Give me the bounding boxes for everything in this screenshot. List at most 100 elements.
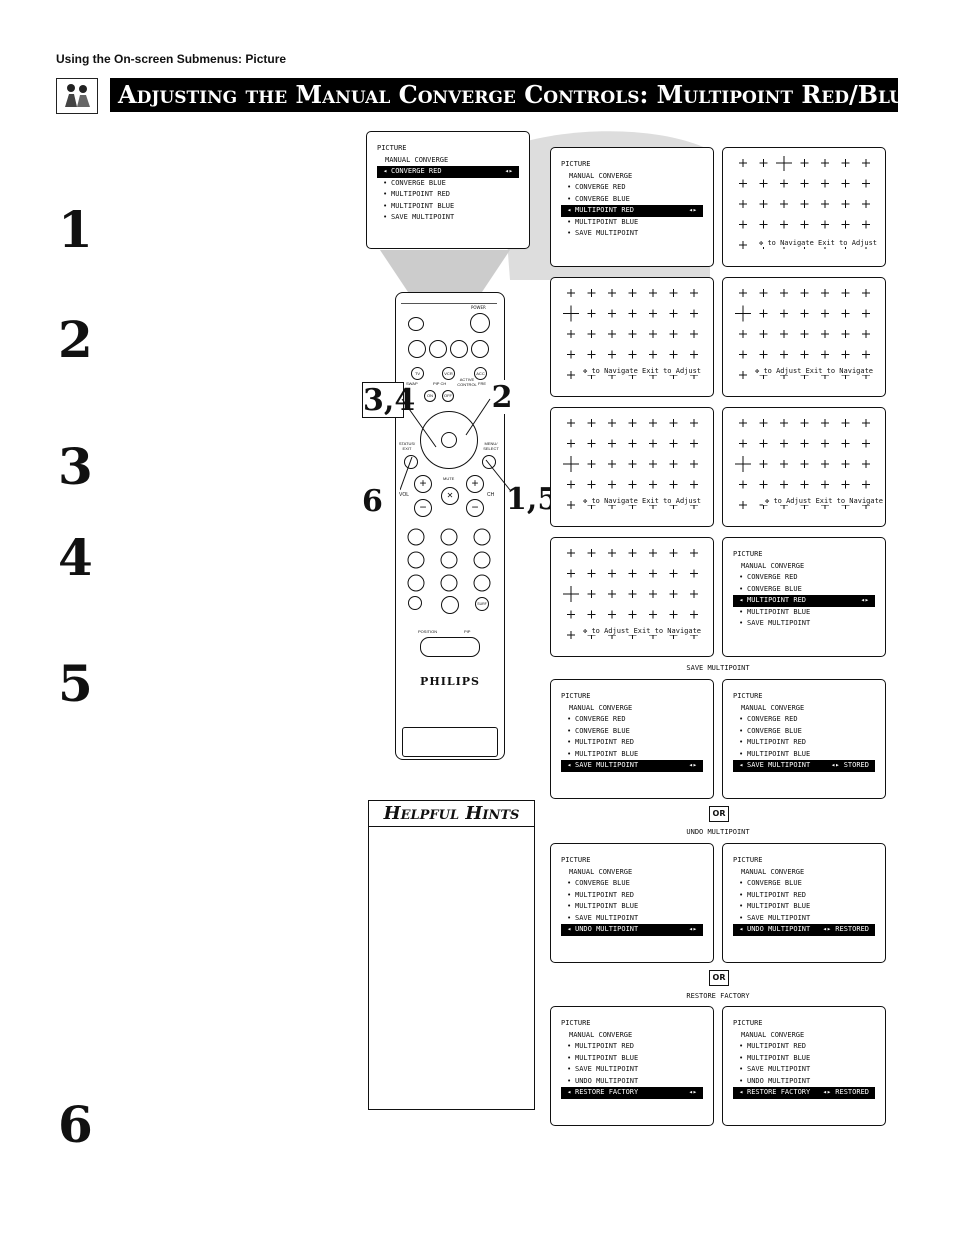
tv-screen-menu: PICTURE MANUAL CONVERGE •CONVERGE BLUE •… [550,843,714,963]
crosshair-marker [821,179,829,188]
crosshair-marker [841,480,850,489]
crosshair-marker [608,419,616,427]
menu-item[interactable]: ◂RESTORE FACTORY◂▸ [561,1087,703,1099]
navigate-icon: ✥ [755,367,764,375]
crosshair-marker [649,460,657,468]
crosshair-marker [628,289,637,297]
menu-item[interactable]: •CONVERGE BLUE [567,726,630,735]
menu-item[interactable]: •MULTIPOINT BLUE [739,607,811,616]
menu-item[interactable]: ◂UNDO MULTIPOINT◂▸ RESTORED [733,924,875,936]
menu-item[interactable]: •SAVE MULTIPOINT [567,229,639,237]
menu-item[interactable]: •SAVE MULTIPOINT [739,619,811,627]
pip-off-button[interactable]: OFF [442,390,454,402]
menu-item[interactable]: •MULTIPOINT RED [567,890,635,899]
crosshair-marker [690,439,698,448]
tv-button[interactable]: TV [411,367,424,380]
menu-item[interactable]: •MULTIPOINT RED [739,738,807,746]
menu-item[interactable]: •MULTIPOINT BLUE [739,902,811,910]
crosshair-marker [587,289,596,297]
menu-item[interactable]: •MULTIPOINT RED [567,738,635,746]
or-label: OR [709,806,729,822]
menu-item[interactable]: •CONVERGE BLUE [739,584,802,593]
menu-item[interactable]: ◂MULTIPOINT RED◂▸ [561,205,703,217]
power-button[interactable] [470,313,490,333]
menu-select-button[interactable] [482,455,496,469]
tv-screen-menu: PICTURE MANUAL CONVERGE ◂CONVERGE RED◂▸ … [366,131,530,249]
menu-item[interactable]: •CONVERGE RED [739,715,798,723]
crosshair-marker [780,330,788,338]
stop-button[interactable] [429,340,447,358]
navigation-pad[interactable] [420,411,478,469]
menu-item[interactable]: •CONVERGE BLUE [739,726,802,735]
menu-item[interactable]: ◂UNDO MULTIPOINT◂▸ [561,924,703,936]
menu-item[interactable]: •UNDO MULTIPOINT [739,1076,811,1085]
status-exit-button[interactable] [404,455,418,469]
menu-item[interactable]: •CONVERGE RED [739,573,798,581]
crosshair-marker [841,309,850,318]
crosshair-marker [862,309,870,318]
crosshair-marker [690,549,698,557]
menu-item[interactable]: •SAVE MULTIPOINT [739,1065,811,1073]
crosshair-marker [649,549,657,557]
menu-item[interactable]: ◂CONVERGE RED◂▸ [377,166,519,178]
menu-item[interactable]: ◂SAVE MULTIPOINT◂▸ STORED [733,760,875,772]
vcr-button[interactable]: VCR [442,367,455,380]
pip-on-button[interactable]: ON [424,390,436,402]
menu-item[interactable]: •CONVERGE BLUE [567,194,630,203]
menu-item[interactable]: •CONVERGE BLUE [567,879,630,887]
crosshair-marker [739,159,747,167]
channel-down-button[interactable]: − [466,499,484,517]
menu-item[interactable]: •SAVE MULTIPOINT [383,213,455,221]
menu-item[interactable]: •UNDO MULTIPOINT [567,1076,639,1085]
mute-icon[interactable]: ✕ [441,487,459,505]
menu-item[interactable]: •CONVERGE RED [567,183,626,191]
crosshair-marker [608,289,616,297]
menu-subtitle: MANUAL CONVERGE [569,1031,633,1039]
fast-forward-button[interactable] [471,340,489,358]
menu-item[interactable]: •MULTIPOINT RED [383,190,451,198]
menu-item[interactable]: •SAVE MULTIPOINT [567,1065,639,1073]
menu-item[interactable]: •CONVERGE RED [567,715,626,723]
menu-item[interactable]: •SAVE MULTIPOINT [567,913,639,922]
volume-up-button[interactable]: + [414,475,432,493]
caption-restore: RESTORE FACTORY [686,992,750,1000]
navigate-icon: ✥ [583,497,592,505]
menu-item[interactable]: •SAVE MULTIPOINT [739,913,811,922]
menu-item[interactable]: •MULTIPOINT BLUE [739,1053,811,1062]
zero-button[interactable] [441,596,459,614]
number-button[interactable] [408,596,422,610]
volume-down-button[interactable]: − [414,499,432,517]
crosshair-marker [628,460,637,468]
channel-up-button[interactable]: + [466,475,484,493]
acc-button[interactable]: ACC [474,367,487,380]
crosshair-marker [821,330,829,338]
menu-item[interactable]: •MULTIPOINT RED [739,1042,807,1050]
navigate-icon: ✥ [583,367,592,375]
menu-item[interactable]: ◂MULTIPOINT RED◂▸ [733,595,875,607]
menu-item[interactable]: ◂SAVE MULTIPOINT◂▸ [561,760,703,772]
crosshair-marker [587,439,596,448]
position-pip-buttons[interactable] [420,637,480,657]
menu-item[interactable]: •MULTIPOINT BLUE [567,902,639,910]
crosshair-marker [669,549,678,557]
menu-item[interactable]: •MULTIPOINT RED [567,1042,635,1050]
menu-item[interactable]: •MULTIPOINT BLUE [567,1053,639,1062]
play-button[interactable] [450,340,468,358]
remote-label: POSITION [418,629,438,634]
crosshair-marker [862,289,870,297]
crosshair-marker [759,460,768,468]
menu-item[interactable]: ◂RESTORE FACTORY◂▸ RESTORED [733,1087,875,1099]
menu-item[interactable]: •MULTIPOINT RED [739,890,807,899]
crosshair-marker [567,289,575,297]
rewind-button[interactable] [408,340,426,358]
crosshair-marker [587,569,596,578]
menu-item[interactable]: •CONVERGE BLUE [739,879,802,887]
crosshair-marker [669,460,678,468]
pause-button[interactable] [408,317,424,331]
menu-item[interactable]: •MULTIPOINT BLUE [567,217,639,226]
menu-item[interactable]: •CONVERGE BLUE [383,178,446,187]
menu-item[interactable]: •MULTIPOINT BLUE [739,749,811,758]
menu-item[interactable]: •MULTIPOINT BLUE [567,749,639,758]
menu-item[interactable]: •MULTIPOINT BLUE [383,201,455,210]
surf-button[interactable]: SURF [475,597,489,611]
